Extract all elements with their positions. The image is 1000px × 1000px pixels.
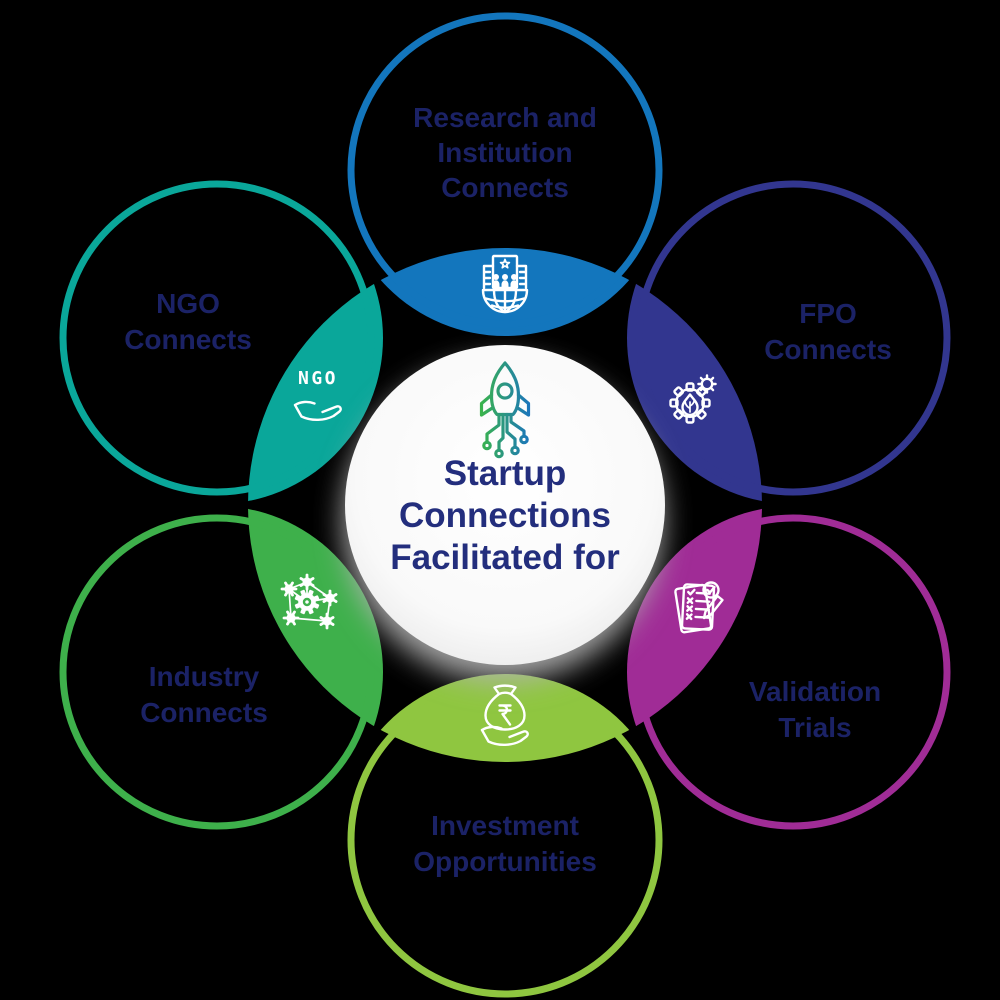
ngo-icon-text: NGO — [298, 368, 338, 389]
ngo-hand-icon: NGO — [293, 368, 342, 422]
research-label-line-1: Research and — [413, 102, 597, 133]
industry-ring — [59, 514, 375, 830]
rocket-circuit-icon — [479, 361, 531, 459]
research-label-line-2: Institution — [437, 137, 572, 168]
center-title-line-1: Startup — [444, 454, 567, 493]
validation-label-line-1: Validation — [749, 676, 881, 707]
institution-globe-icon — [481, 254, 529, 314]
research-ring — [347, 12, 663, 328]
industry-label-line-2: Connects — [140, 697, 268, 728]
fpo-label-line-1: FPO — [799, 298, 857, 329]
fpo-label-line-2: Connects — [764, 334, 892, 365]
center-circle — [345, 345, 665, 665]
ngo-ring — [59, 180, 375, 496]
money-bag-hand-icon — [480, 684, 529, 747]
validation-label-line-2: Trials — [778, 712, 851, 743]
investment-label-line-2: Opportunities — [413, 846, 597, 877]
validation-petal — [627, 506, 762, 762]
industry-label-line-1: Industry — [149, 661, 260, 692]
center-title-line-3: Facilitated for — [390, 538, 620, 577]
validation-ring — [635, 514, 951, 830]
center-title-line-2: Connections — [399, 496, 611, 535]
fpo-ring — [635, 180, 951, 496]
agri-gear-leaf-icon — [669, 374, 717, 424]
research-label-line-3: Connects — [441, 172, 569, 203]
node-labels: Research and Institution Connects FPO Co… — [124, 102, 892, 877]
center-title: Startup Connections Facilitated for — [390, 454, 620, 577]
gear-network-icon — [280, 573, 338, 630]
ngo-label-line-1: NGO — [156, 288, 220, 319]
ngo-label-line-2: Connects — [124, 324, 252, 355]
checklist-pencil-icon — [674, 581, 724, 634]
investment-label-line-1: Investment — [431, 810, 579, 841]
